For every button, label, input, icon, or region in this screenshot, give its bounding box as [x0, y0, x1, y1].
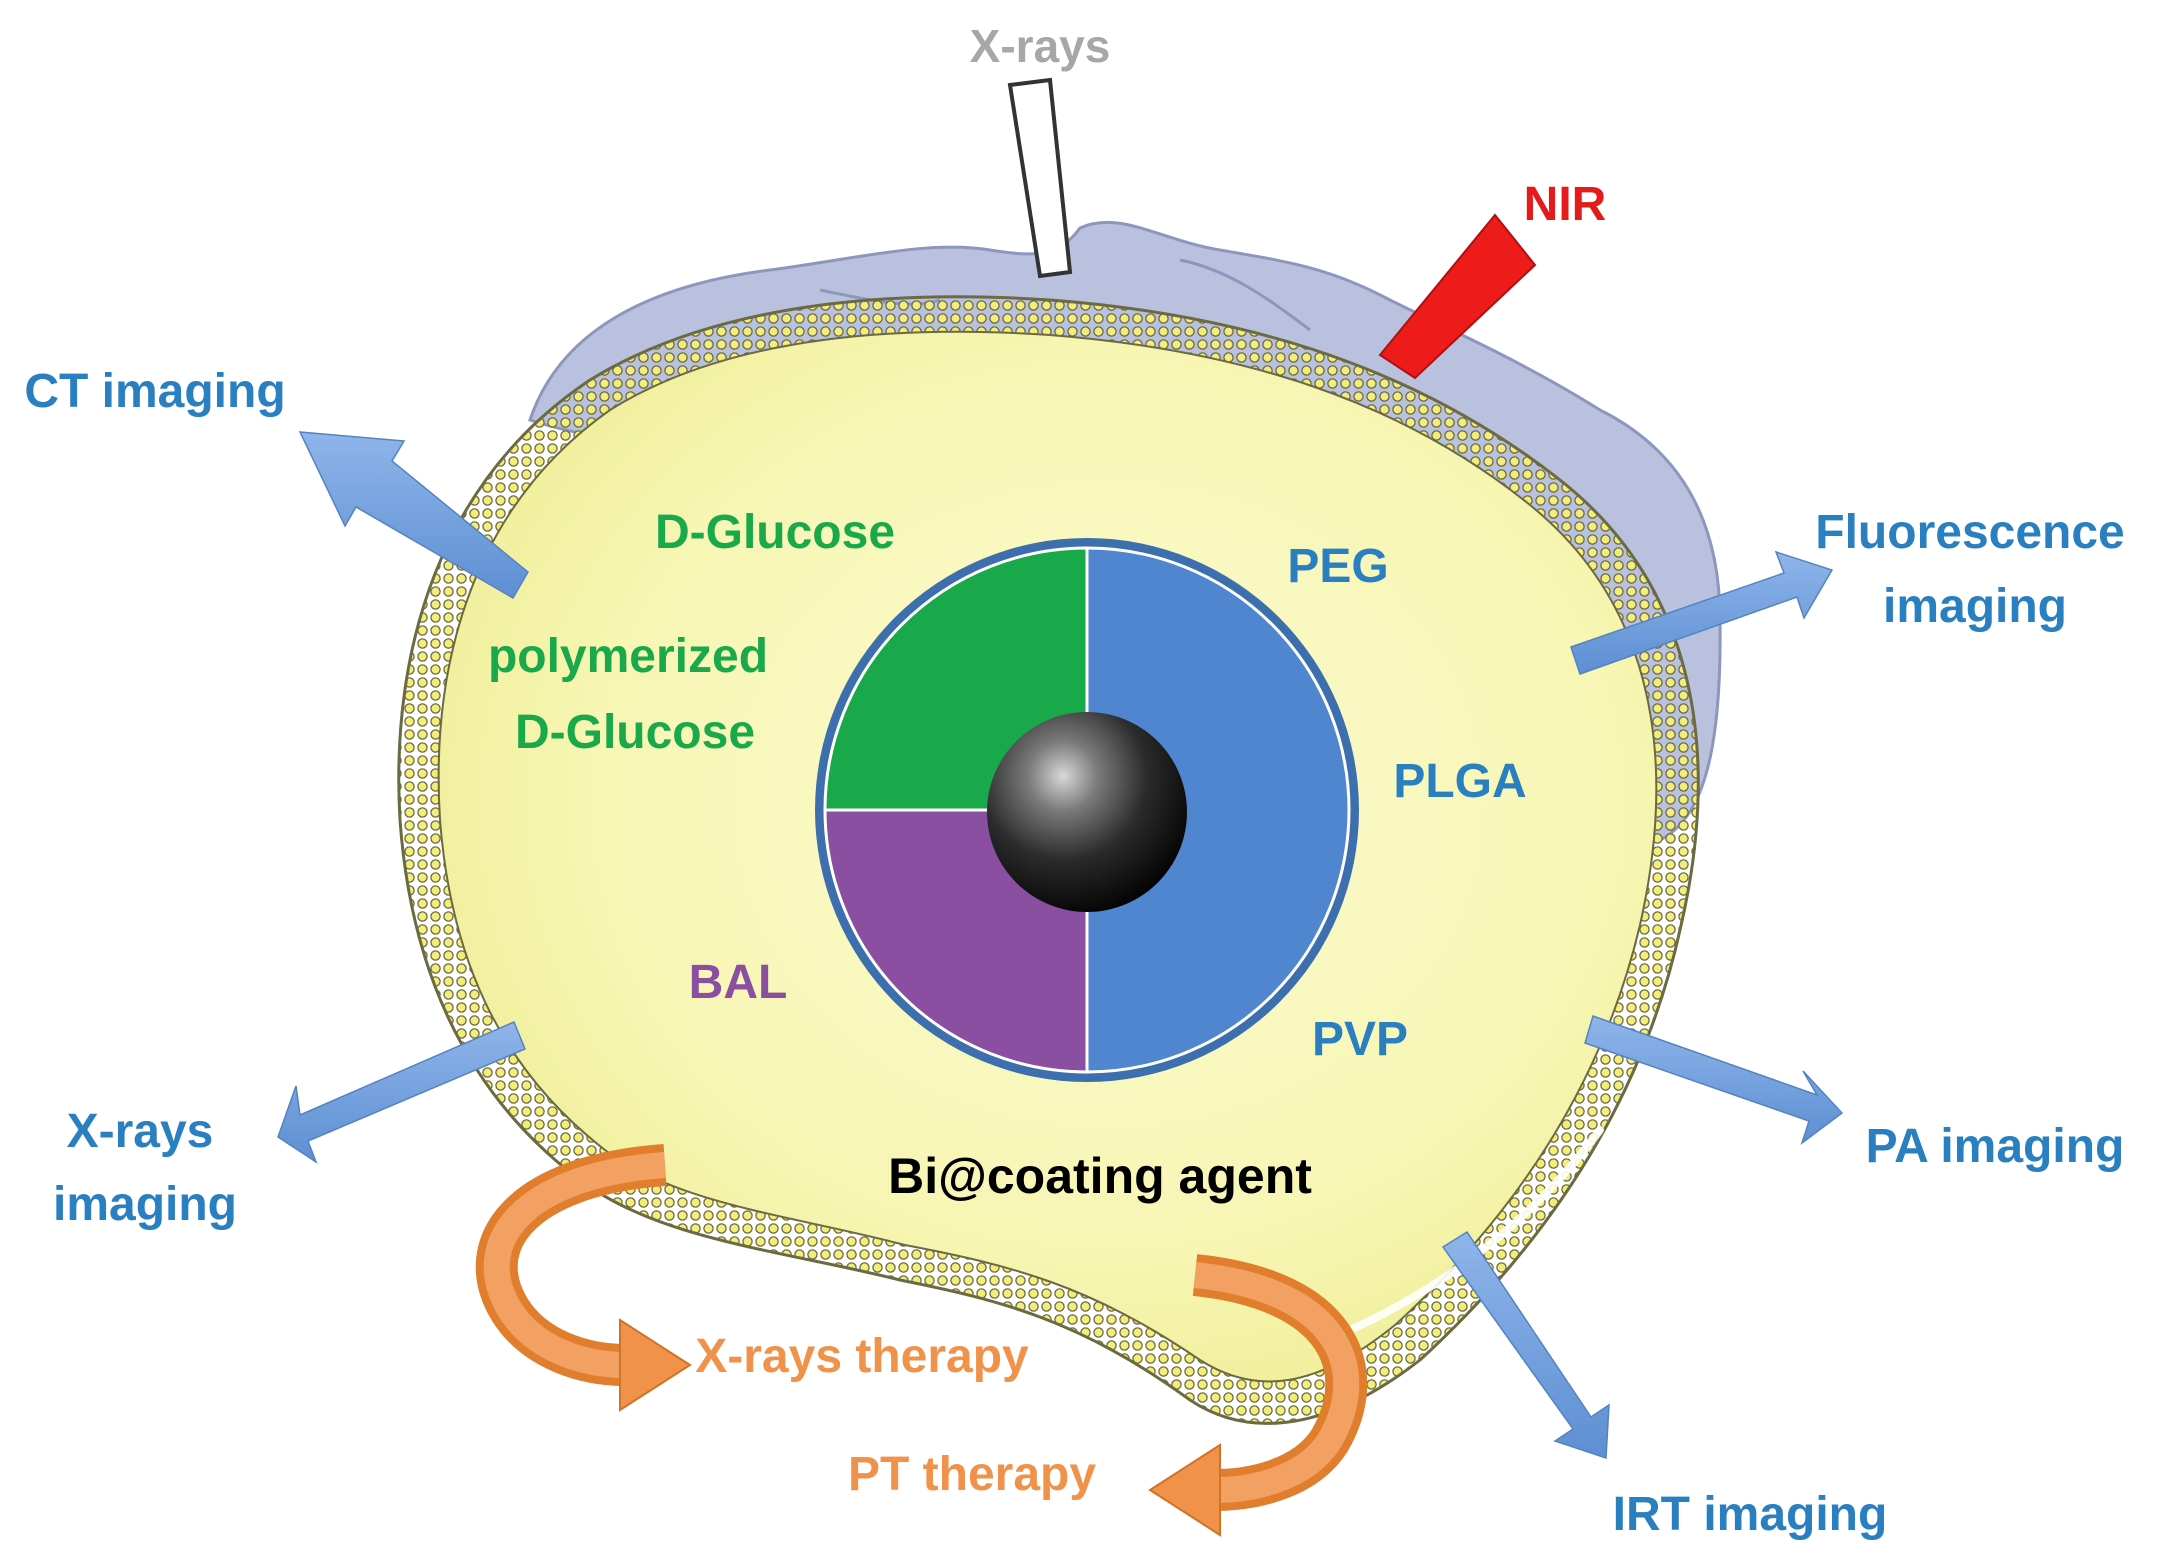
xrays-imaging-label-line2: imaging	[53, 1178, 237, 1231]
pt-therapy-arrow-highlight	[1193, 1262, 1360, 1503]
cell-highlight	[1346, 1126, 1604, 1334]
bismuth-core-sphere-icon	[987, 712, 1187, 912]
xrays-therapy-label: X-rays therapy	[695, 1330, 1029, 1383]
nir-stimulus-label: NIR	[1524, 178, 1607, 231]
fluorescence-imaging-label-line2: imaging	[1883, 580, 2067, 633]
fluorescence-imaging-arrow	[1570, 550, 1834, 675]
imaging-arrows	[277, 431, 1844, 1460]
xrays-imaging-arrow	[277, 1021, 526, 1164]
pt-therapy-label: PT therapy	[848, 1448, 1096, 1501]
xrays-imaging-label-line1: X-rays	[67, 1105, 214, 1158]
ct-imaging-arrow	[298, 431, 529, 600]
irt-imaging-arrow	[1441, 1230, 1610, 1460]
tissue-fold	[1179, 258, 1311, 332]
polymerized-d-glucose-label-line1: polymerized	[488, 630, 768, 683]
irt-imaging-label: IRT imaging	[1613, 1488, 1888, 1541]
ct-imaging-label: CT imaging	[24, 365, 285, 418]
pa-imaging-label: PA imaging	[1866, 1120, 2125, 1173]
fluorescence-imaging-label-line1: Fluorescence	[1815, 506, 2124, 559]
pa-imaging-arrow	[1584, 1015, 1844, 1146]
xray-beam-icon	[1007, 77, 1073, 279]
polymerized-d-glucose-label-line2: D-Glucose	[515, 706, 755, 759]
xrays-stimulus-label: X-rays	[970, 20, 1111, 72]
polymer-coating-half	[1085, 546, 1351, 1074]
pvp-label: PVP	[1312, 1013, 1408, 1066]
xrays-therapy-arrowhead	[619, 1318, 692, 1412]
bi-coating-agent-label: Bi@coating agent	[888, 1148, 1312, 1204]
xrays-therapy-arrow-highlight	[483, 1152, 666, 1378]
plga-label: PLGA	[1393, 755, 1526, 808]
bal-label: BAL	[689, 956, 788, 1009]
peg-label: PEG	[1287, 540, 1388, 593]
nir-beam-icon	[1378, 213, 1537, 380]
d-glucose-label: D-Glucose	[655, 506, 895, 559]
coated-nanoparticle	[815, 538, 1359, 1082]
pt-therapy-arrowhead	[1148, 1443, 1221, 1537]
